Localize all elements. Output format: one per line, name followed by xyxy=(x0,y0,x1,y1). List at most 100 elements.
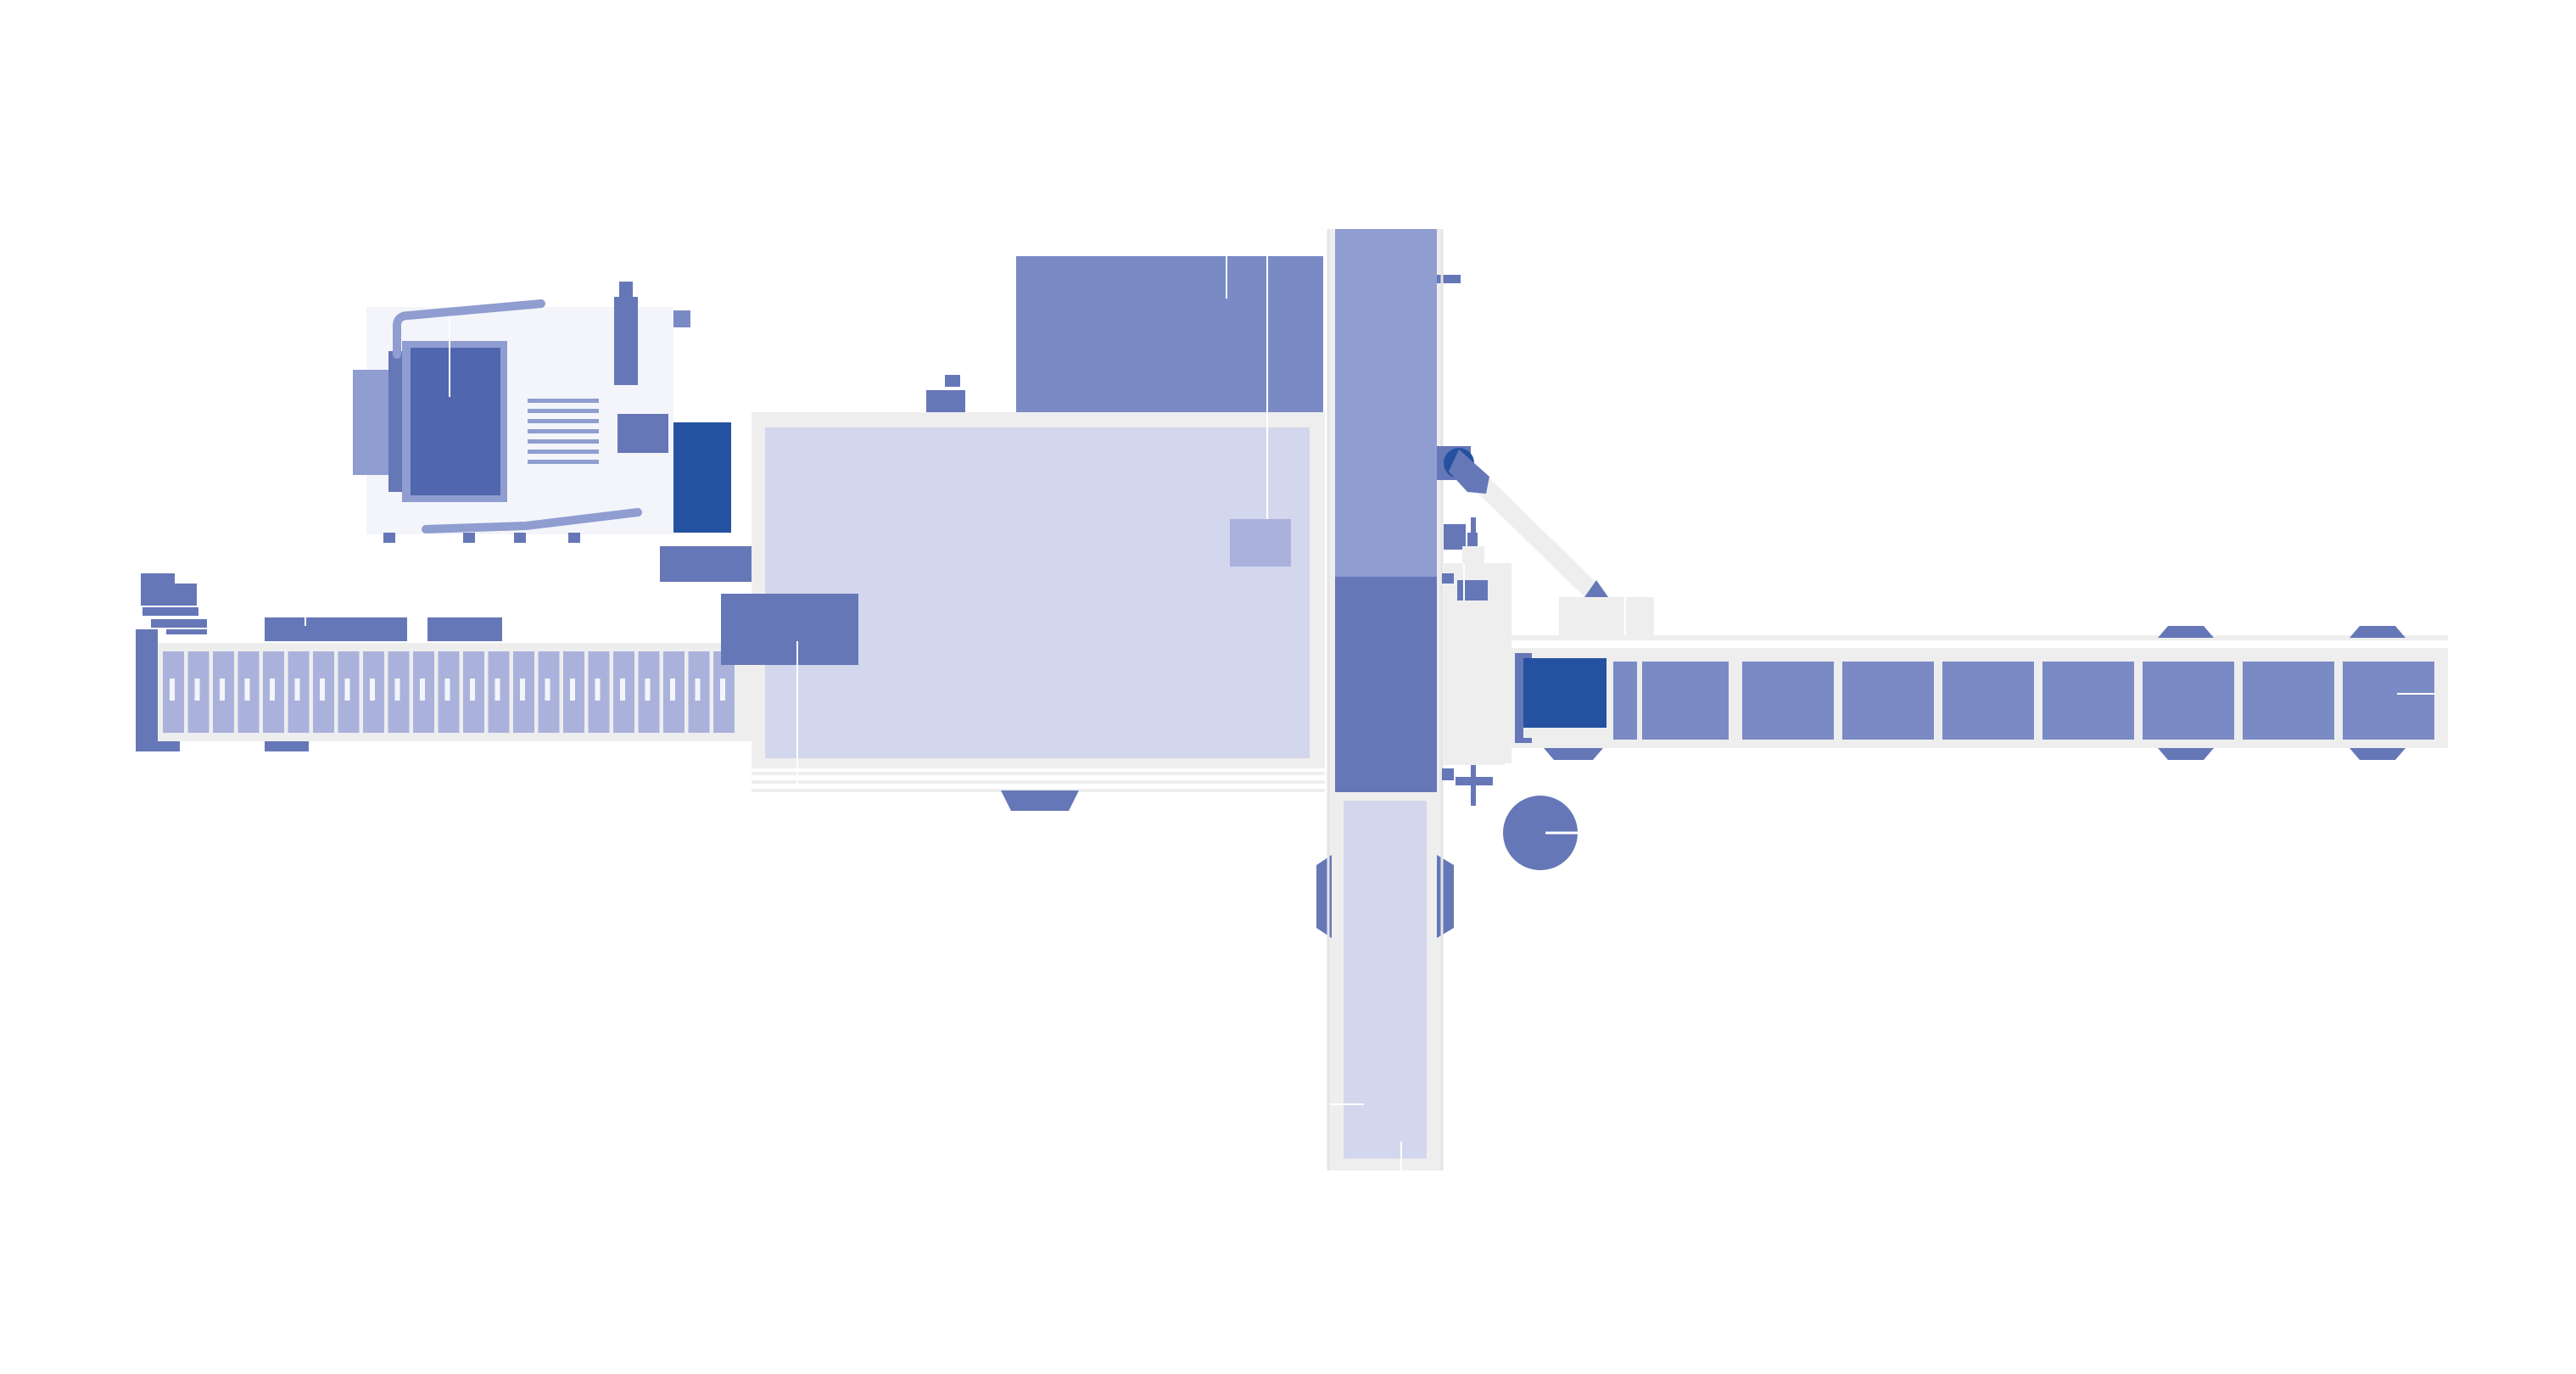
outfeed-leg-group xyxy=(1544,626,2406,760)
transfer-upper-column xyxy=(1335,229,1437,577)
infeed-slat-notch xyxy=(294,679,300,701)
outfeed-pallet xyxy=(2243,662,2334,740)
outfeed-leg-bottom xyxy=(1544,748,1603,760)
infeed-conveyor-foot-right xyxy=(265,741,309,751)
outfeed-leg-bottom xyxy=(2158,748,2214,760)
infeed-slat-notch xyxy=(344,679,350,701)
cabinet-main-switch xyxy=(673,422,731,533)
infeed-slat-notch xyxy=(394,679,400,701)
infeed-guide-block-right xyxy=(427,617,502,641)
infeed-guide-block-left xyxy=(265,617,407,641)
cabinet-vent-line xyxy=(528,399,599,403)
transfer-lower-bed xyxy=(1344,801,1427,1159)
cabinet-foot-4 xyxy=(568,533,580,543)
infeed-slat-group xyxy=(163,651,735,733)
cabinet-vent-line xyxy=(528,460,599,464)
central-top-housing xyxy=(1016,256,1323,412)
infeed-slat-notch xyxy=(595,679,601,701)
robot-end-effector xyxy=(1584,580,1608,597)
infeed-conveyor-foot xyxy=(136,741,180,751)
outfeed-pallet xyxy=(2042,662,2134,740)
infeed-sensor-arm xyxy=(142,607,198,616)
infeed-slat-notch xyxy=(170,679,175,701)
infeed-slat-notch xyxy=(645,679,651,701)
infeed-slat-notch xyxy=(220,679,225,701)
infeed-slat-notch xyxy=(444,679,450,701)
infeed-sensor-body xyxy=(141,573,175,606)
cabinet-vent-grille xyxy=(528,399,599,464)
cabinet-vent-line xyxy=(528,439,599,444)
transfer-right-clamp xyxy=(1437,855,1454,938)
outfeed-leg-top xyxy=(2350,626,2406,638)
cabinet-cable-duct xyxy=(660,546,753,582)
cabinet-cable-bottom xyxy=(422,508,642,533)
infeed-conveyor-end-plate xyxy=(136,629,158,748)
central-inner-sensor xyxy=(1230,519,1291,567)
central-machine xyxy=(721,256,1325,811)
infeed-slat-notch xyxy=(420,679,425,701)
infeed-slat-notch xyxy=(244,679,250,701)
cabinet-indicator xyxy=(673,310,690,327)
cabinet-foot-3 xyxy=(514,533,526,543)
cabinet-antenna xyxy=(614,297,638,385)
central-top-mount xyxy=(926,390,965,412)
outfeed-leg-bottom xyxy=(2350,748,2406,760)
infeed-slat-notch xyxy=(720,679,725,701)
infeed-slat-notch xyxy=(370,679,375,701)
cabinet-foot-2 xyxy=(463,533,475,543)
cabinet-antenna-tip xyxy=(619,282,633,299)
gripper-clamp-lower-left xyxy=(1442,768,1454,780)
outfeed-pallet-group xyxy=(1613,662,2434,740)
transfer-main-block xyxy=(1335,577,1437,792)
infeed-conveyor xyxy=(136,573,752,751)
infeed-slat-notch xyxy=(270,679,275,701)
cabinet-side-unit xyxy=(353,370,390,475)
infeed-sensor-bracket-lower xyxy=(166,629,207,634)
outfeed-conveyor xyxy=(1510,626,2448,760)
cabinet-vent-line xyxy=(528,419,599,423)
infeed-slat-notch xyxy=(495,679,500,701)
cabinet-screen xyxy=(411,348,500,495)
robot-platform xyxy=(1559,597,1654,640)
outfeed-pallet xyxy=(1842,662,1934,740)
infeed-sensor-cap xyxy=(175,584,197,606)
cabinet-vent-line xyxy=(528,409,599,413)
outfeed-first-pallet-shadow xyxy=(1523,728,1607,738)
outfeed-pallet xyxy=(1942,662,2034,740)
cabinet-foot-1 xyxy=(383,533,395,543)
infeed-sensor-bracket xyxy=(151,619,207,628)
gripper-body xyxy=(1444,600,1505,765)
outfeed-pallet-partial xyxy=(1613,662,1637,740)
outfeed-pallet xyxy=(1742,662,1834,740)
central-infeed-adapter xyxy=(721,594,858,665)
infeed-slat-notch xyxy=(570,679,575,701)
cabinet-io-module xyxy=(617,414,668,453)
gripper-sensor-1 xyxy=(1444,524,1466,550)
rotary-table xyxy=(1503,796,1578,870)
outfeed-pallet xyxy=(2143,662,2234,740)
central-bottom-foot xyxy=(1001,790,1079,811)
infeed-slat-notch xyxy=(620,679,625,701)
infeed-slat-notch xyxy=(470,679,475,701)
cabinet-vent-line xyxy=(528,450,599,454)
infeed-slat-notch xyxy=(670,679,675,701)
cabinet-vent-line xyxy=(528,429,599,433)
gripper-sensor-4 xyxy=(1442,573,1454,584)
robot-joint-link xyxy=(1449,450,1489,494)
outfeed-pallet xyxy=(1642,662,1729,740)
cabinet-cable-top xyxy=(393,299,545,359)
infeed-slat-notch xyxy=(194,679,200,701)
robot-arm-link xyxy=(1461,464,1606,605)
robot-station xyxy=(1437,446,1654,870)
gripper-clamp-lower xyxy=(1456,777,1493,785)
central-machine-bed xyxy=(765,427,1310,758)
infeed-slat-notch xyxy=(545,679,550,701)
infeed-slat-notch xyxy=(520,679,525,701)
outfeed-first-pallet xyxy=(1523,658,1607,728)
control-cabinet xyxy=(353,282,753,582)
gripper-spindle-guard xyxy=(1462,546,1484,580)
outfeed-leg-top xyxy=(2158,626,2214,638)
infeed-slat-notch xyxy=(695,679,701,701)
